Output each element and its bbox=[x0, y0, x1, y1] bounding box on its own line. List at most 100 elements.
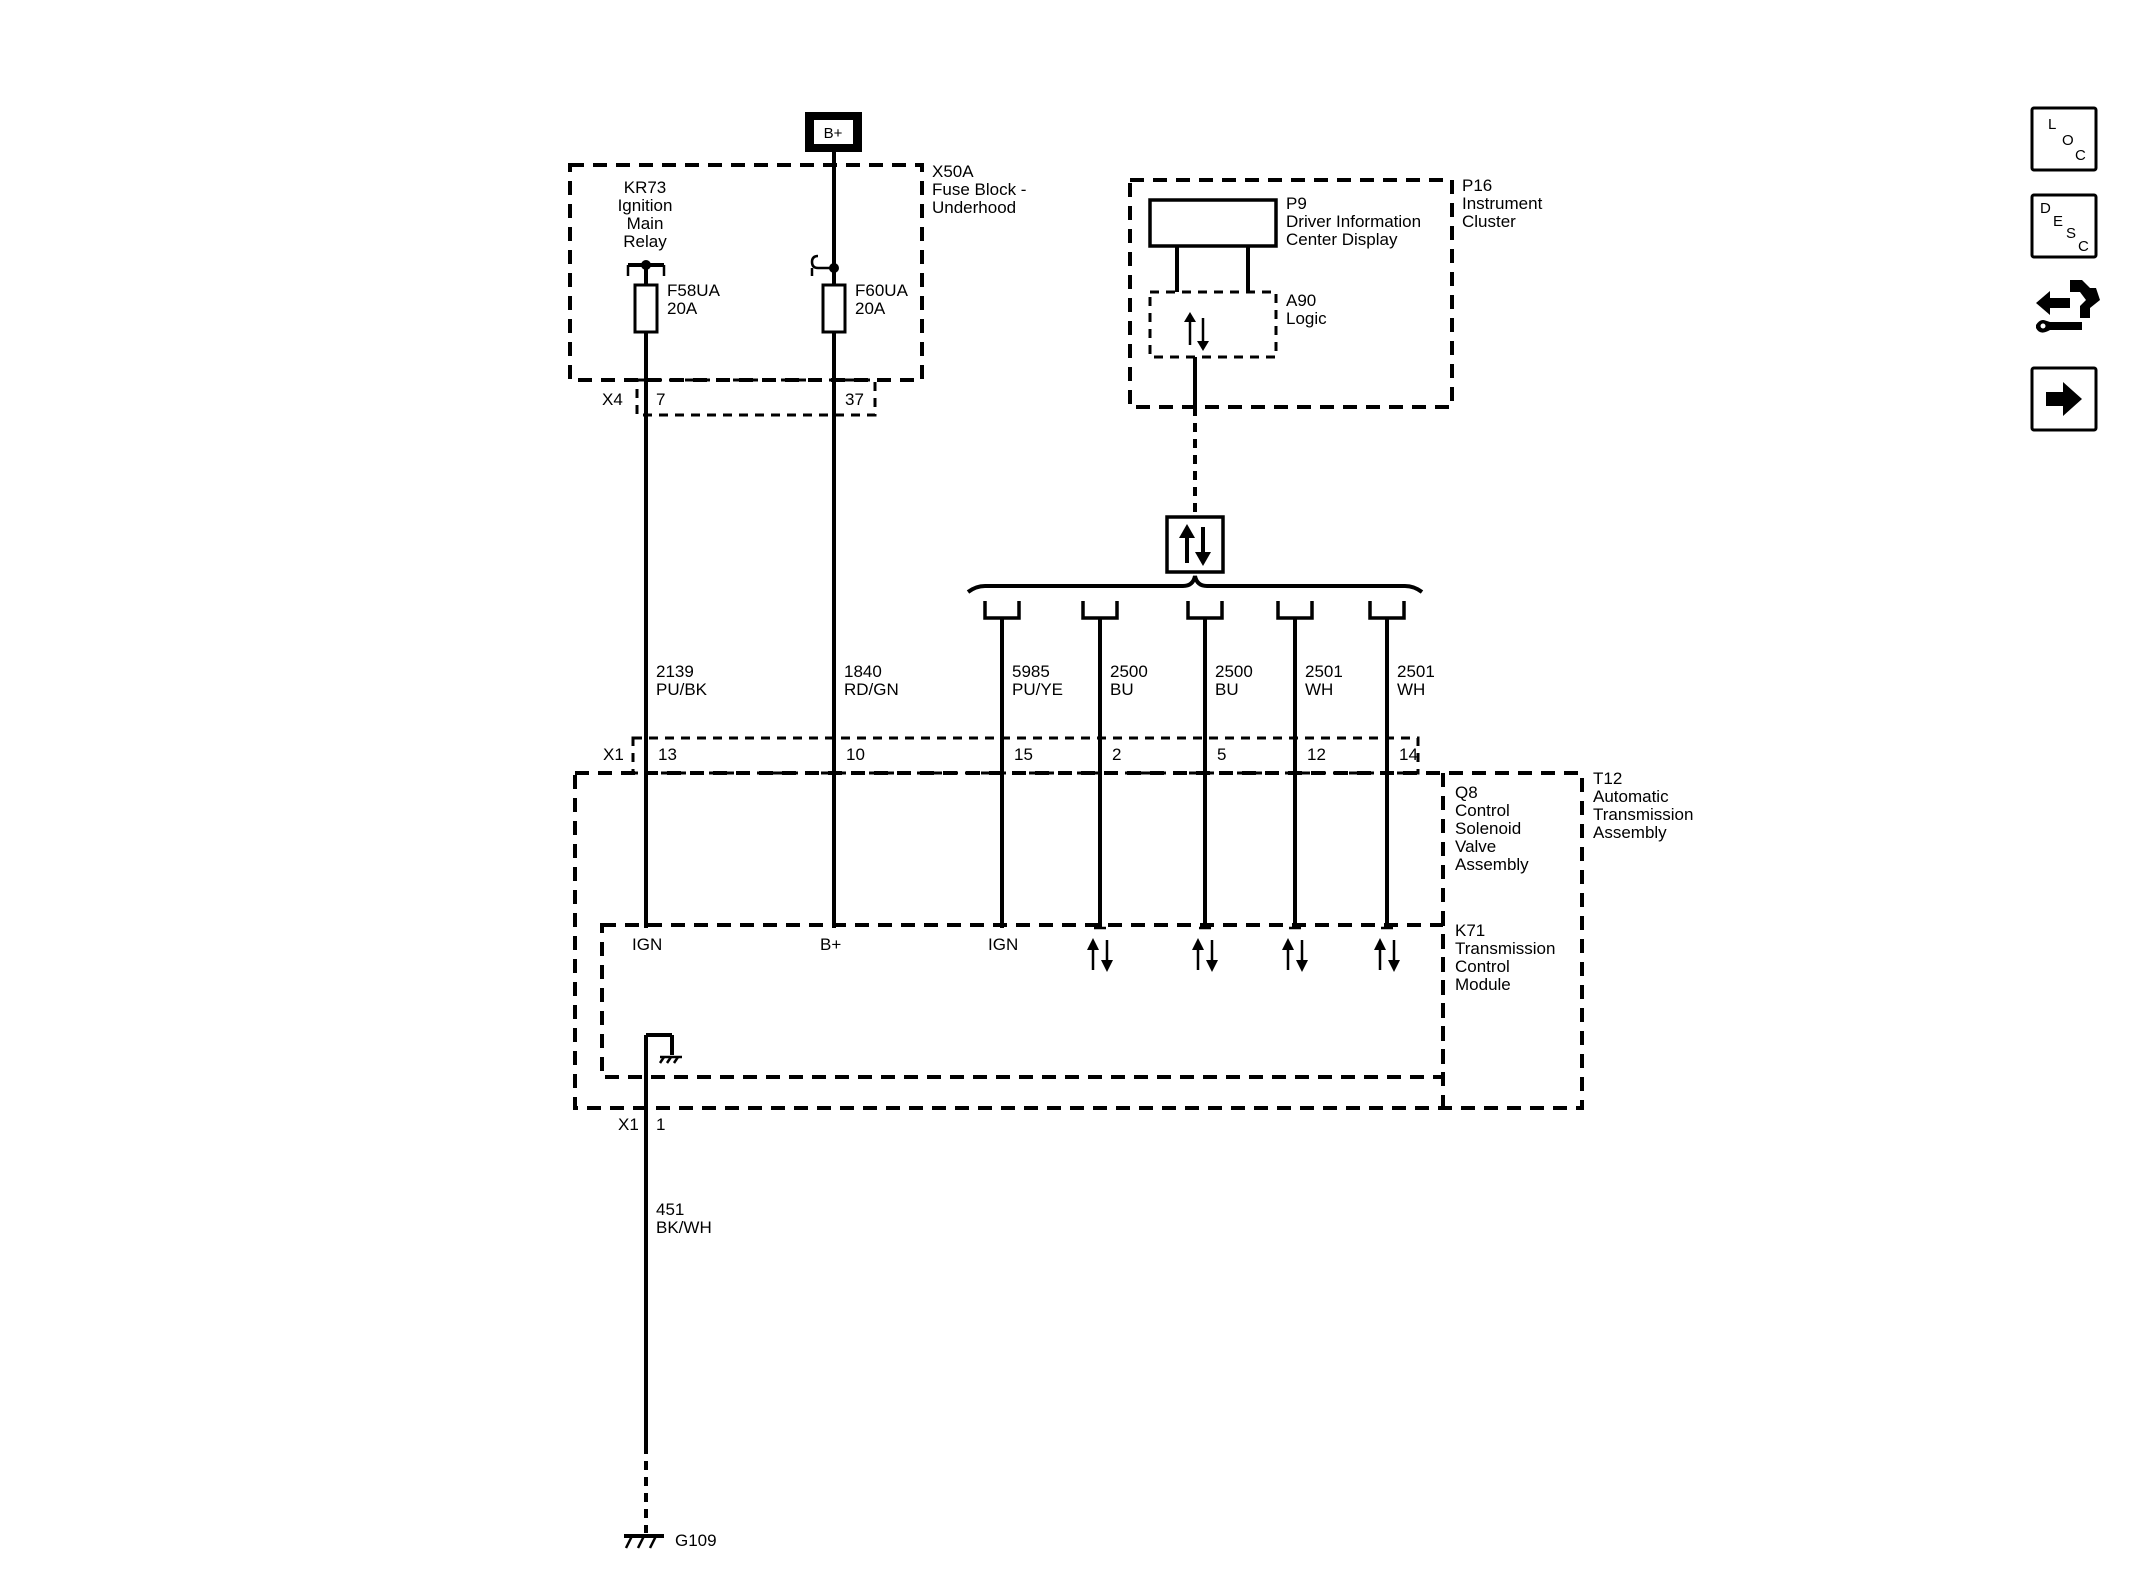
fuse-f60ua-icon bbox=[821, 283, 847, 334]
internal-ground-icon bbox=[646, 1033, 682, 1064]
tcm-terminal-label: IGN bbox=[632, 935, 662, 954]
wire-circuit-number: 2501 bbox=[1397, 662, 1435, 681]
wire-color: BU bbox=[1215, 680, 1239, 699]
instrument-cluster-p16: P16 Instrument Cluster P9 Driver Informa… bbox=[1128, 176, 1543, 409]
bus-connector-terminal bbox=[1368, 601, 1406, 620]
bidirectional-data-icon bbox=[1192, 938, 1218, 972]
ground-pin: 1 bbox=[656, 1115, 665, 1134]
svg-text:C: C bbox=[2078, 238, 2089, 255]
logic-id: A90 bbox=[1286, 291, 1316, 310]
bus-connector-terminal bbox=[1186, 601, 1224, 620]
transmission-control-module-k71: K71 Transmission Control Module bbox=[600, 921, 1555, 1079]
arrow-right-icon bbox=[2046, 382, 2082, 416]
x1-pin-label: 14 bbox=[1399, 745, 1418, 764]
x1-pin-label: 2 bbox=[1112, 745, 1121, 764]
ground-wire-color: BK/WH bbox=[656, 1218, 712, 1237]
wire-color: RD/GN bbox=[844, 680, 899, 699]
tcm-id: K71 bbox=[1455, 921, 1485, 940]
ground-circuit: X1 1 451 BK/WH G109 bbox=[618, 1035, 717, 1550]
wire-circuit-number: 2500 bbox=[1215, 662, 1253, 681]
relay-name-2: Main bbox=[627, 214, 664, 233]
fuse-block-id: X50A bbox=[932, 162, 974, 181]
x1-label: X1 bbox=[603, 745, 624, 764]
connector-wrench-icon bbox=[2036, 280, 2100, 333]
ground-connector-label: X1 bbox=[618, 1115, 639, 1134]
wire-circuit-number: 5985 bbox=[1012, 662, 1050, 681]
bus-connector-terminal bbox=[1081, 601, 1119, 620]
power-label: B+ bbox=[824, 125, 843, 142]
bidirectional-data-icon bbox=[1374, 938, 1400, 972]
valve-name-4: Assembly bbox=[1455, 855, 1529, 874]
wire-circuit-number: 2500 bbox=[1110, 662, 1148, 681]
next-page-button[interactable] bbox=[2030, 366, 2098, 432]
fuse1-id: F58UA bbox=[667, 281, 721, 300]
fuse2-rating: 20A bbox=[855, 299, 886, 318]
logic-a90-box bbox=[1148, 290, 1278, 359]
transmission-assembly-t12: T12 Automatic Transmission Assembly Q8 C… bbox=[573, 769, 1693, 1110]
chassis-ground-icon bbox=[624, 1534, 664, 1549]
relay-id: KR73 bbox=[624, 178, 667, 197]
cluster-id: P16 bbox=[1462, 176, 1492, 195]
x4-pin-37: 37 bbox=[845, 390, 864, 409]
valve-name-2: Solenoid bbox=[1455, 819, 1521, 838]
display-id: P9 bbox=[1286, 194, 1307, 213]
fuse-block-name-1: Fuse Block - bbox=[932, 180, 1026, 199]
logic-data-arrows-icon bbox=[1184, 312, 1209, 351]
connector-wrench-button[interactable] bbox=[2036, 280, 2100, 333]
svg-text:S: S bbox=[2066, 225, 2076, 242]
tcm-name-3: Module bbox=[1455, 975, 1511, 994]
x4-connector-label: X4 bbox=[602, 390, 623, 409]
fuse-block-x50a: X50A Fuse Block - Underhood KR73 Ignitio… bbox=[568, 162, 1026, 417]
wire-circuit-number: 2501 bbox=[1305, 662, 1343, 681]
fuse1-rating: 20A bbox=[667, 299, 698, 318]
fuse-block-name-2: Underhood bbox=[932, 198, 1016, 217]
serial-data-bus-icon bbox=[1165, 515, 1225, 574]
svg-text:L: L bbox=[2048, 116, 2056, 133]
display-name-1: Driver Information bbox=[1286, 212, 1421, 231]
tcm-terminal-label: IGN bbox=[988, 935, 1018, 954]
data-bus-brace bbox=[966, 575, 1424, 620]
x1-pin-label: 15 bbox=[1014, 745, 1033, 764]
x1-connector: X1 bbox=[603, 736, 1420, 775]
relay-name-3: Relay bbox=[623, 232, 667, 251]
wire-circuit-number: 2139 bbox=[656, 662, 694, 681]
bidirectional-data-icon bbox=[1282, 938, 1308, 972]
svg-text:C: C bbox=[2075, 147, 2086, 164]
loc-button[interactable]: L O C bbox=[2030, 106, 2098, 172]
valve-id: Q8 bbox=[1455, 783, 1478, 802]
x1-pin-label: 5 bbox=[1217, 745, 1226, 764]
tcm-name-1: Transmission bbox=[1455, 939, 1555, 958]
x1-pin-label: 13 bbox=[658, 745, 677, 764]
wire-circuit-number: 1840 bbox=[844, 662, 882, 681]
svg-text:O: O bbox=[2062, 132, 2074, 149]
ground-id: G109 bbox=[675, 1531, 717, 1550]
tcm-terminal-label: B+ bbox=[820, 935, 841, 954]
transmission-name-1: Automatic bbox=[1593, 787, 1669, 806]
ground-circuit-number: 451 bbox=[656, 1200, 684, 1219]
bus-connector-terminal bbox=[1276, 601, 1314, 620]
transmission-name-2: Transmission bbox=[1593, 805, 1693, 824]
relay-name-1: Ignition bbox=[618, 196, 673, 215]
wire-color: WH bbox=[1305, 680, 1333, 699]
fuse-f58ua-icon bbox=[633, 283, 659, 334]
transmission-name-3: Assembly bbox=[1593, 823, 1667, 842]
desc-button[interactable]: D E S C bbox=[2030, 193, 2098, 259]
battery-power-source: B+ bbox=[805, 112, 862, 152]
svg-text:D: D bbox=[2040, 200, 2051, 217]
transmission-id: T12 bbox=[1593, 769, 1622, 788]
display-p9-box bbox=[1148, 198, 1278, 248]
cluster-name-2: Cluster bbox=[1462, 212, 1516, 231]
x1-pin-label: 10 bbox=[846, 745, 865, 764]
svg-text:E: E bbox=[2053, 213, 2063, 230]
bidirectional-data-icon bbox=[1087, 938, 1113, 972]
valve-name-3: Valve bbox=[1455, 837, 1496, 856]
wire-color: BU bbox=[1110, 680, 1134, 699]
wire-color: PU/BK bbox=[656, 680, 708, 699]
wire-color: PU/YE bbox=[1012, 680, 1063, 699]
fuse2-id: F60UA bbox=[855, 281, 909, 300]
